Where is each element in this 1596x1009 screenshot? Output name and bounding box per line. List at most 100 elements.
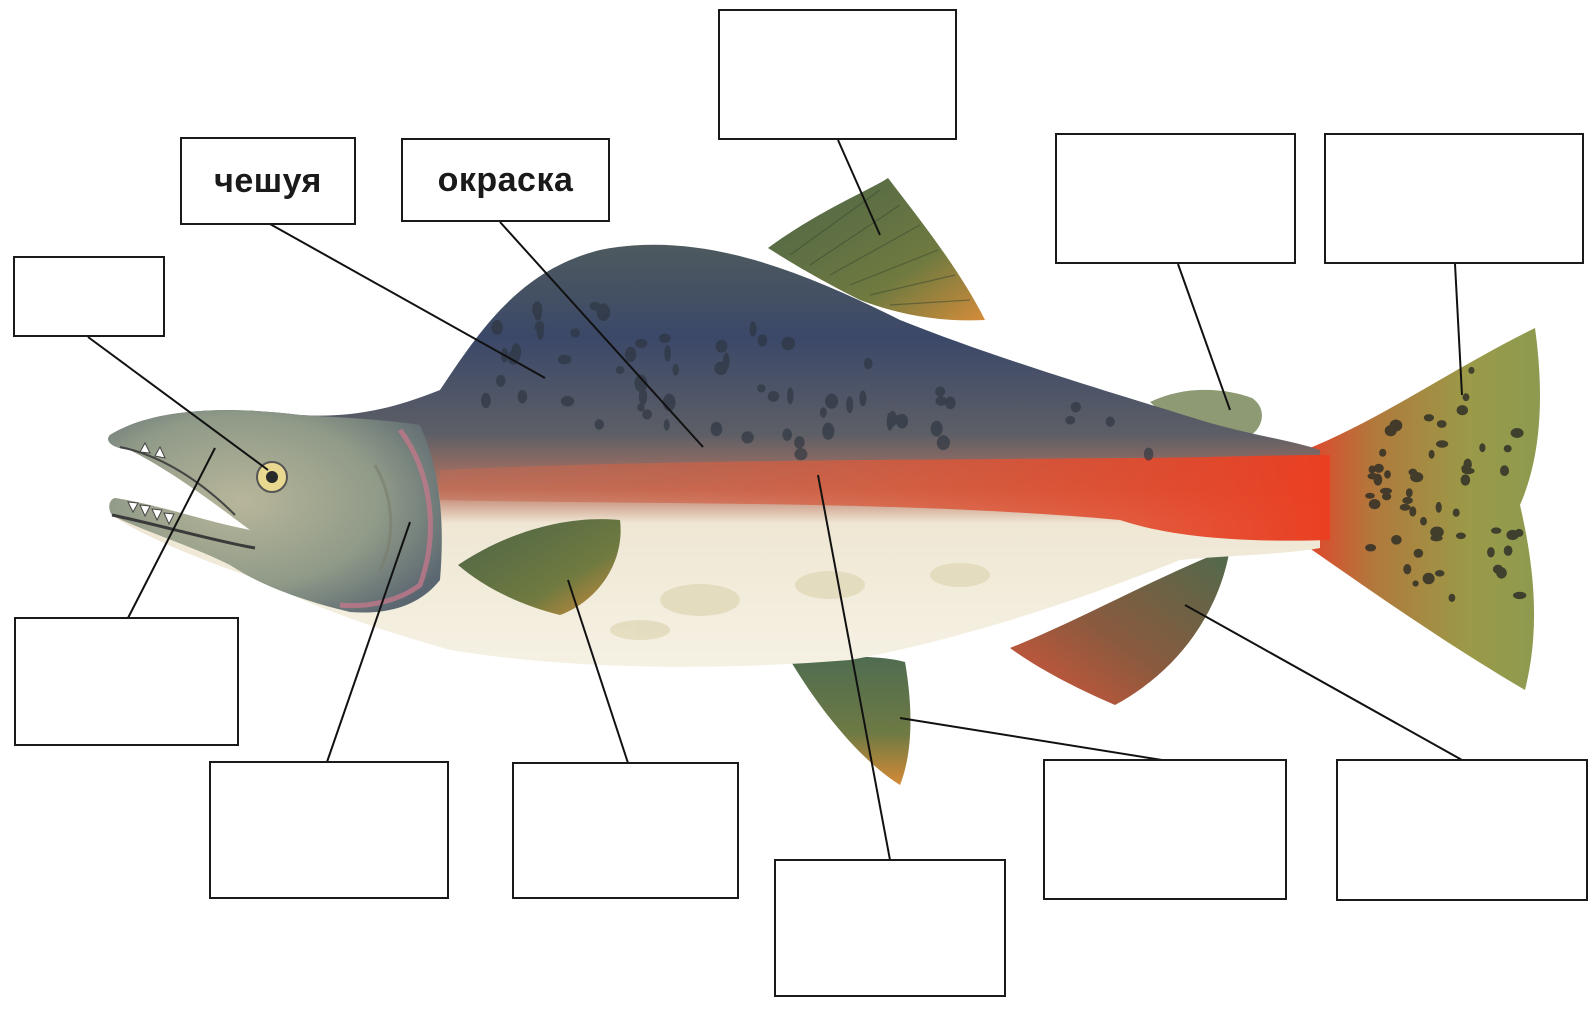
tail-spot xyxy=(1369,499,1381,509)
leader-adipose-fin xyxy=(1178,264,1230,410)
tail-spot xyxy=(1456,533,1466,540)
label-box-coloration: окраска xyxy=(401,138,610,222)
body-spot xyxy=(782,429,792,441)
label-box-eye xyxy=(13,256,165,337)
body-spot xyxy=(711,422,723,436)
body-spot xyxy=(642,409,652,419)
tail-spot xyxy=(1461,474,1471,485)
body-spot xyxy=(672,364,679,376)
tail-spot xyxy=(1400,504,1411,511)
label-box-scales: чешуя xyxy=(180,137,356,225)
tail-spot xyxy=(1406,488,1413,497)
body-spot xyxy=(864,358,873,370)
tail-spot xyxy=(1513,592,1526,599)
tail-spot xyxy=(1436,502,1442,513)
body-spot xyxy=(825,394,838,409)
body-spot xyxy=(787,387,794,404)
body-spot xyxy=(590,302,601,311)
label-box-anal-fin xyxy=(1336,759,1588,901)
tail-spot xyxy=(1491,527,1501,533)
label-box-dorsal-fin xyxy=(718,9,957,140)
body-spot xyxy=(714,362,727,376)
tail-spot xyxy=(1487,547,1495,557)
body-spot xyxy=(781,337,795,351)
tail-spot xyxy=(1457,405,1468,415)
tail-spot xyxy=(1420,517,1427,526)
tail-spot xyxy=(1437,420,1447,428)
body-spot xyxy=(518,390,528,404)
tail-spot xyxy=(1453,509,1460,517)
tail-spot xyxy=(1384,470,1391,478)
tail-spot xyxy=(1402,497,1413,504)
body-spot xyxy=(664,345,671,362)
tail-spot xyxy=(1424,414,1434,421)
tail-spot xyxy=(1429,450,1435,459)
body-spot xyxy=(822,423,834,440)
tail-spot xyxy=(1496,567,1507,578)
body-spot xyxy=(635,339,647,348)
body-spot xyxy=(537,325,544,340)
body-spot xyxy=(1106,417,1115,427)
tail-spot xyxy=(1504,546,1513,556)
body-spot xyxy=(757,384,766,392)
body-spot xyxy=(768,391,779,402)
tail-spot xyxy=(1435,570,1445,577)
tail-spot xyxy=(1468,367,1474,374)
tail-spot xyxy=(1374,464,1384,473)
tail-spot xyxy=(1500,465,1509,476)
label-box-lateral-line xyxy=(774,859,1006,997)
body-spot xyxy=(616,366,625,374)
label-box-pelvic-fin xyxy=(1043,759,1287,900)
tail-spot xyxy=(1463,393,1470,401)
body-spot xyxy=(595,419,605,429)
label-box-pectoral-fin xyxy=(512,762,739,899)
body-spot xyxy=(859,391,866,407)
leader-scales xyxy=(270,224,545,378)
body-spot xyxy=(750,321,757,336)
tail-spot xyxy=(1504,445,1512,452)
tail-spot xyxy=(1365,544,1376,551)
tail-spot xyxy=(1511,428,1524,438)
body-spot xyxy=(1144,448,1154,461)
leader-pelvic-fin xyxy=(900,718,1162,760)
body-spot xyxy=(1065,416,1075,425)
body-spot xyxy=(758,334,768,346)
body-spot xyxy=(945,397,955,410)
tail-spot xyxy=(1423,573,1435,585)
body-spot xyxy=(935,386,945,396)
tail-spot xyxy=(1413,580,1419,586)
tail-spot xyxy=(1436,440,1448,448)
label-box-gill-cover xyxy=(209,761,449,899)
tail-spot xyxy=(1380,488,1392,494)
body-spot xyxy=(496,375,506,387)
body-spot xyxy=(794,448,807,460)
tail-spot xyxy=(1449,594,1456,602)
label-box-adipose-fin xyxy=(1055,133,1296,264)
tail-spot xyxy=(1403,564,1411,574)
tail-spot xyxy=(1379,449,1386,457)
body-spot xyxy=(794,436,805,449)
label-box-caudal-fin xyxy=(1324,133,1584,264)
body-spot xyxy=(936,396,947,406)
body-spot xyxy=(887,413,894,431)
body-spot xyxy=(625,347,636,362)
pelvic-fin-shape xyxy=(790,656,910,785)
tail-spot xyxy=(1365,493,1375,499)
tail-spot xyxy=(1414,549,1424,558)
body-spot xyxy=(659,334,671,343)
body-spot xyxy=(534,310,541,321)
body-spot xyxy=(846,396,853,413)
tail-spot xyxy=(1515,529,1524,537)
tail-spot xyxy=(1479,443,1485,452)
tail-spot xyxy=(1462,468,1475,475)
body-spot xyxy=(511,343,521,361)
body-spot xyxy=(570,328,580,337)
tail-spot xyxy=(1410,472,1423,482)
body-spot xyxy=(741,431,753,443)
body-spot xyxy=(558,355,572,365)
body-spot xyxy=(931,421,943,437)
body-spot xyxy=(664,419,670,431)
body-spot xyxy=(716,340,728,353)
tail-spot xyxy=(1368,473,1379,479)
